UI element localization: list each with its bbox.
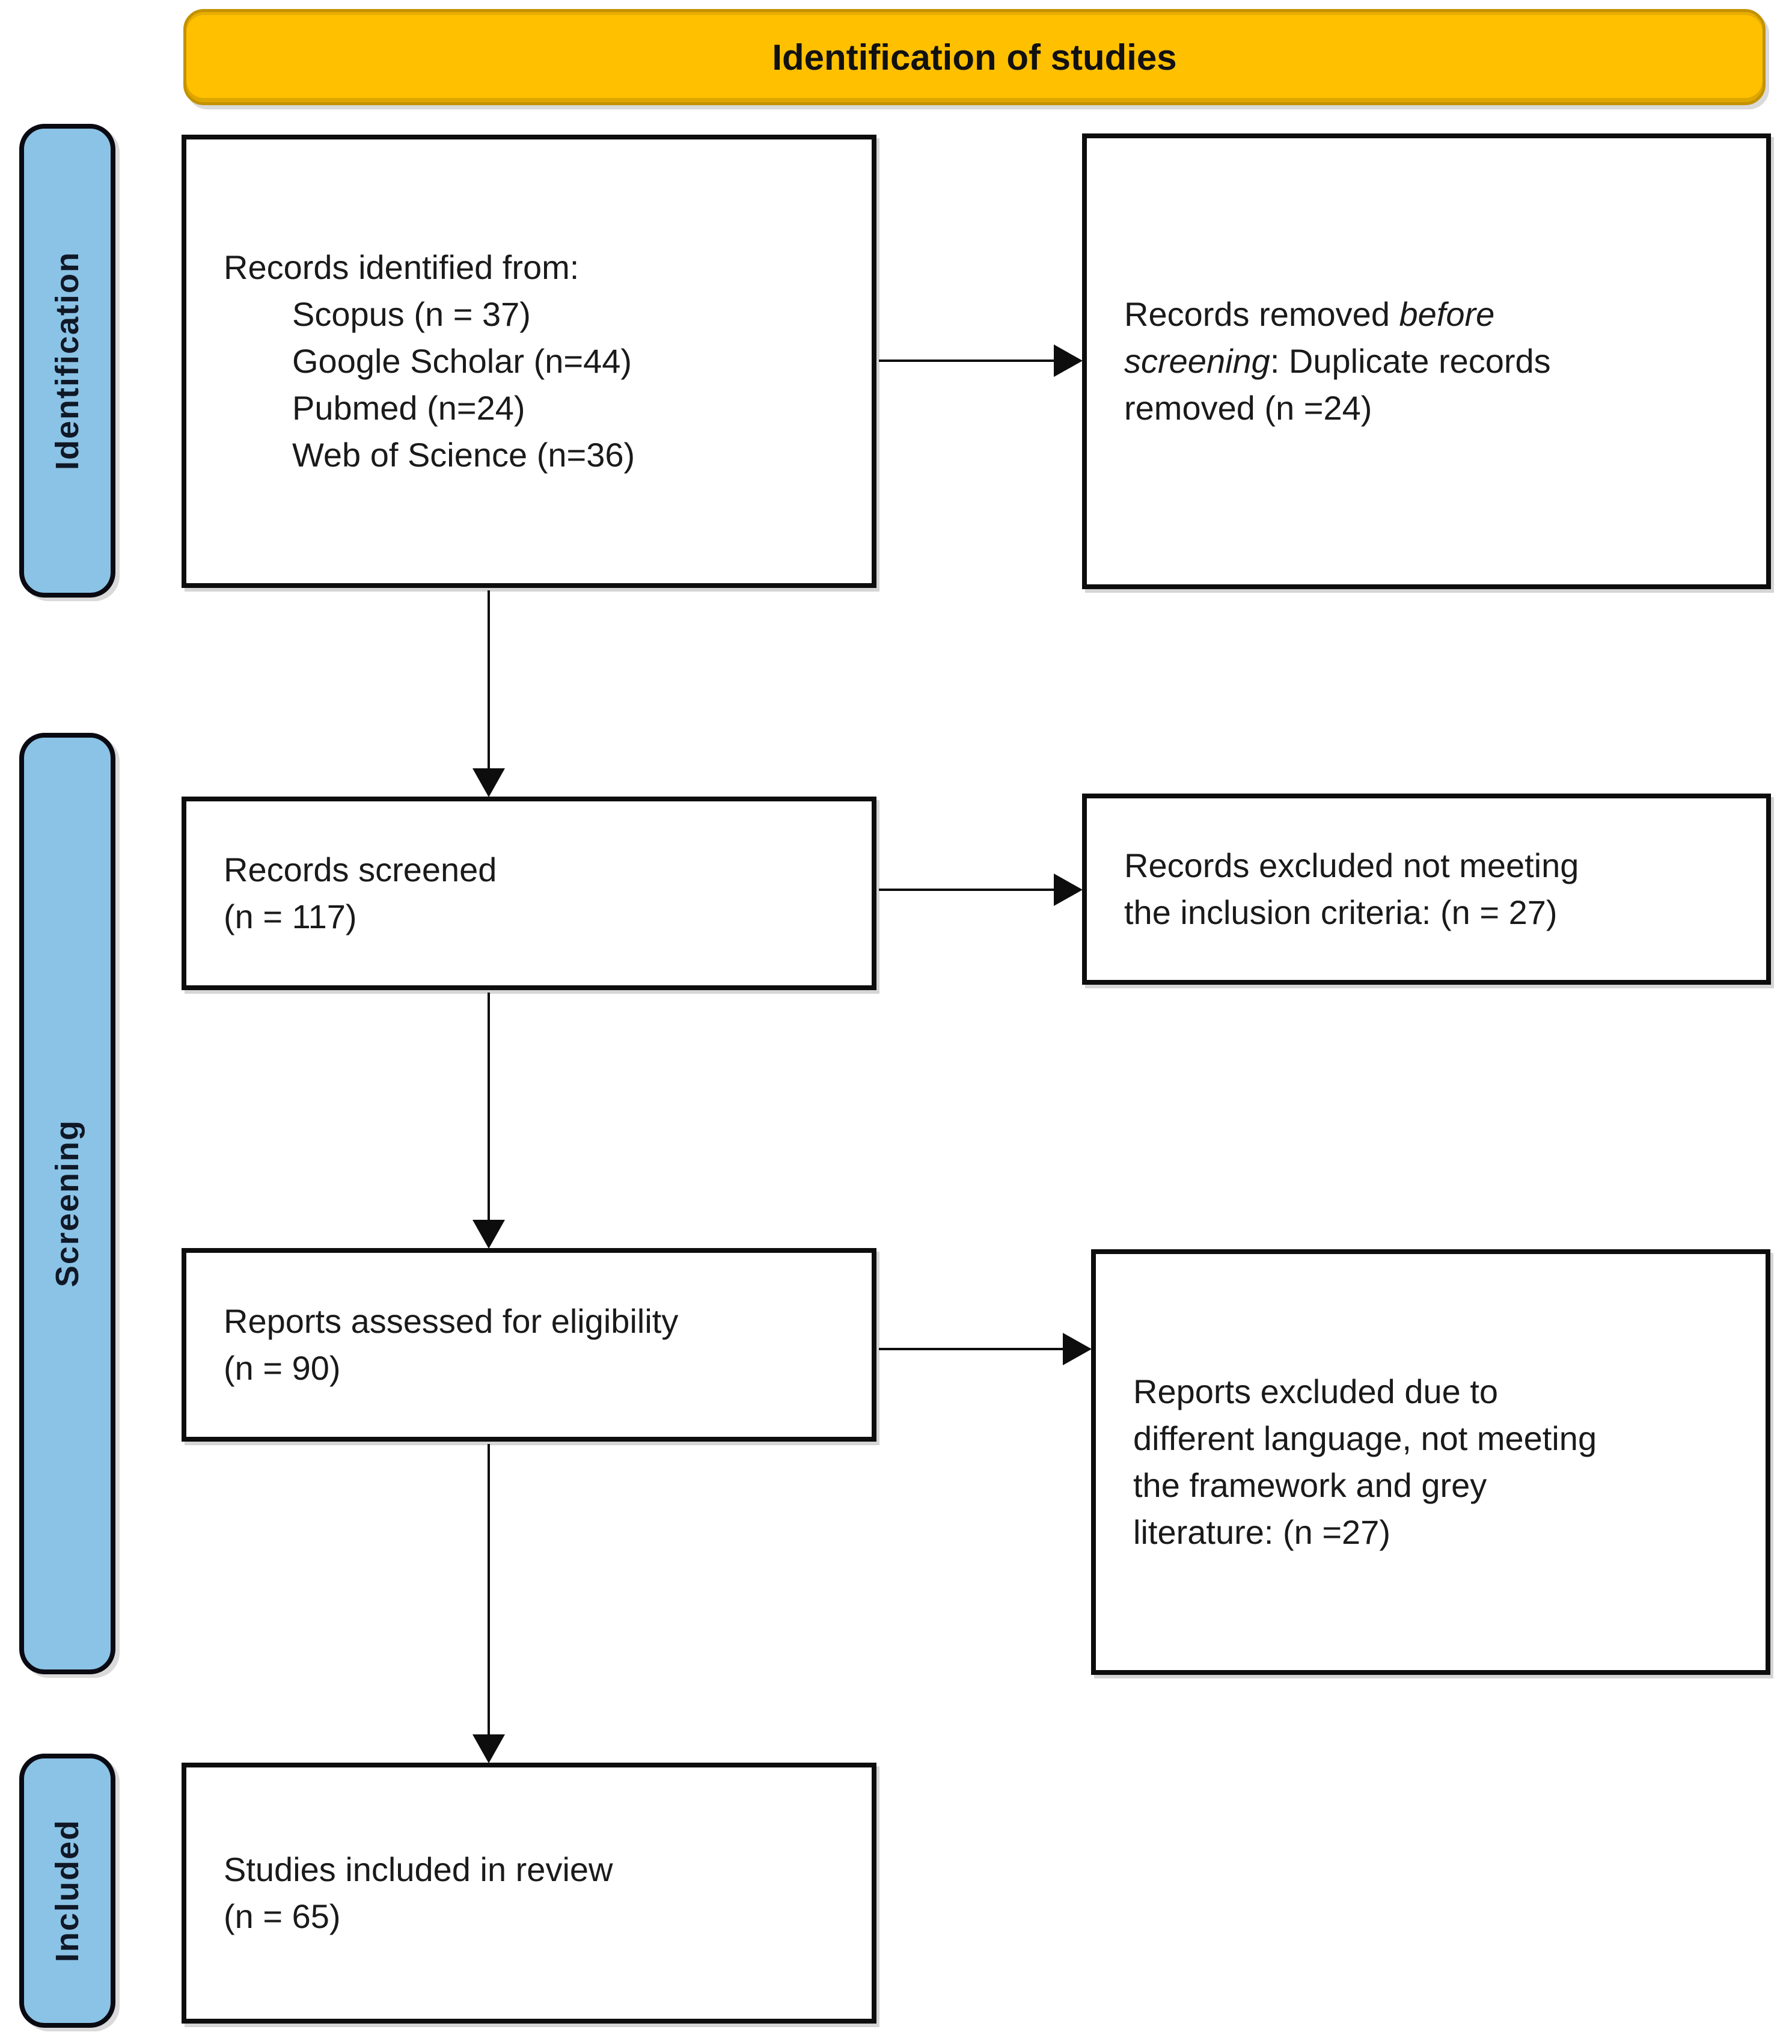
box-text-line: Records removed before (1124, 295, 1495, 333)
box-text-line: literature: (n =27) (1133, 1513, 1390, 1551)
stage-screening: Screening (19, 733, 115, 1674)
arrow-shaft (879, 360, 1054, 362)
box-studies-included: Studies included in review (n = 65) (182, 1763, 876, 2024)
arrow-shaft (488, 590, 490, 768)
box-records-excluded: Records excluded not meeting the inclusio… (1082, 794, 1771, 985)
box-records-removed-text: Records removed before screening: Duplica… (1087, 277, 1573, 446)
arrow-right-head-icon (1054, 874, 1083, 906)
box-text-line: (n = 90) (224, 1349, 341, 1387)
arrow-right-head-icon (1054, 344, 1083, 377)
stage-included-label: Included (49, 1819, 85, 1962)
box-text-line: Pubmed (n=24) (292, 389, 525, 427)
stage-screening-label: Screening (49, 1119, 85, 1288)
box-text-line: screening: Duplicate records (1124, 342, 1551, 380)
box-text-line: the inclusion criteria: (n = 27) (1124, 893, 1558, 931)
arrow-shaft (879, 889, 1054, 891)
box-records-excluded-text: Records excluded not meeting the inclusio… (1087, 828, 1600, 950)
stage-identification-label: Identification (49, 251, 85, 470)
box-records-identified-text: Records identified from: Scopus (n = 37) G… (186, 230, 656, 493)
box-text-line: removed (n =24) (1124, 389, 1372, 427)
arrow-down-head-icon (472, 1734, 505, 1763)
box-text-line: (n = 65) (224, 1897, 341, 1935)
arrow-shaft (879, 1348, 1063, 1350)
box-text-line: Scopus (n = 37) (292, 295, 531, 333)
arrow-down-head-icon (472, 1220, 505, 1249)
arrow-shaft (488, 1444, 490, 1734)
box-records-removed: Records removed before screening: Duplica… (1082, 133, 1771, 589)
arrow-right-head-icon (1063, 1333, 1092, 1365)
box-records-identified: Records identified from: Scopus (n = 37) G… (182, 135, 876, 588)
title-banner: Identification of studies (183, 9, 1766, 105)
box-text-line: Studies included in review (224, 1850, 613, 1888)
box-text-line: Reports assessed for eligibility (224, 1302, 679, 1340)
box-records-screened-text: Records screened (n = 117) (186, 832, 518, 955)
box-text-line: Records identified from: (224, 248, 579, 286)
box-records-screened: Records screened (n = 117) (182, 797, 876, 990)
stage-included: Included (19, 1754, 115, 2028)
box-text-line: Web of Science (n=36) (292, 436, 635, 474)
box-text-line: Google Scholar (n=44) (292, 342, 632, 380)
box-text-line: different language, not meeting (1133, 1419, 1597, 1457)
box-reports-assessed: Reports assessed for eligibility (n = 90) (182, 1248, 876, 1442)
stage-identification: Identification (19, 124, 115, 598)
arrow-shaft (488, 993, 490, 1220)
box-text-line: (n = 117) (224, 898, 357, 935)
arrow-down-head-icon (472, 768, 505, 797)
box-text-line: Records excluded not meeting (1124, 846, 1579, 884)
box-text-line: Records screened (224, 851, 497, 889)
box-reports-excluded-text: Reports excluded due to different languag… (1096, 1354, 1618, 1570)
title-banner-label: Identification of studies (772, 37, 1177, 78)
box-reports-assessed-text: Reports assessed for eligibility (n = 90) (186, 1284, 700, 1406)
box-reports-excluded: Reports excluded due to different languag… (1091, 1249, 1770, 1675)
box-text-line: Reports excluded due to (1133, 1372, 1499, 1410)
box-studies-included-text: Studies included in review (n = 65) (186, 1832, 634, 1954)
box-text-line: the framework and grey (1133, 1466, 1487, 1504)
